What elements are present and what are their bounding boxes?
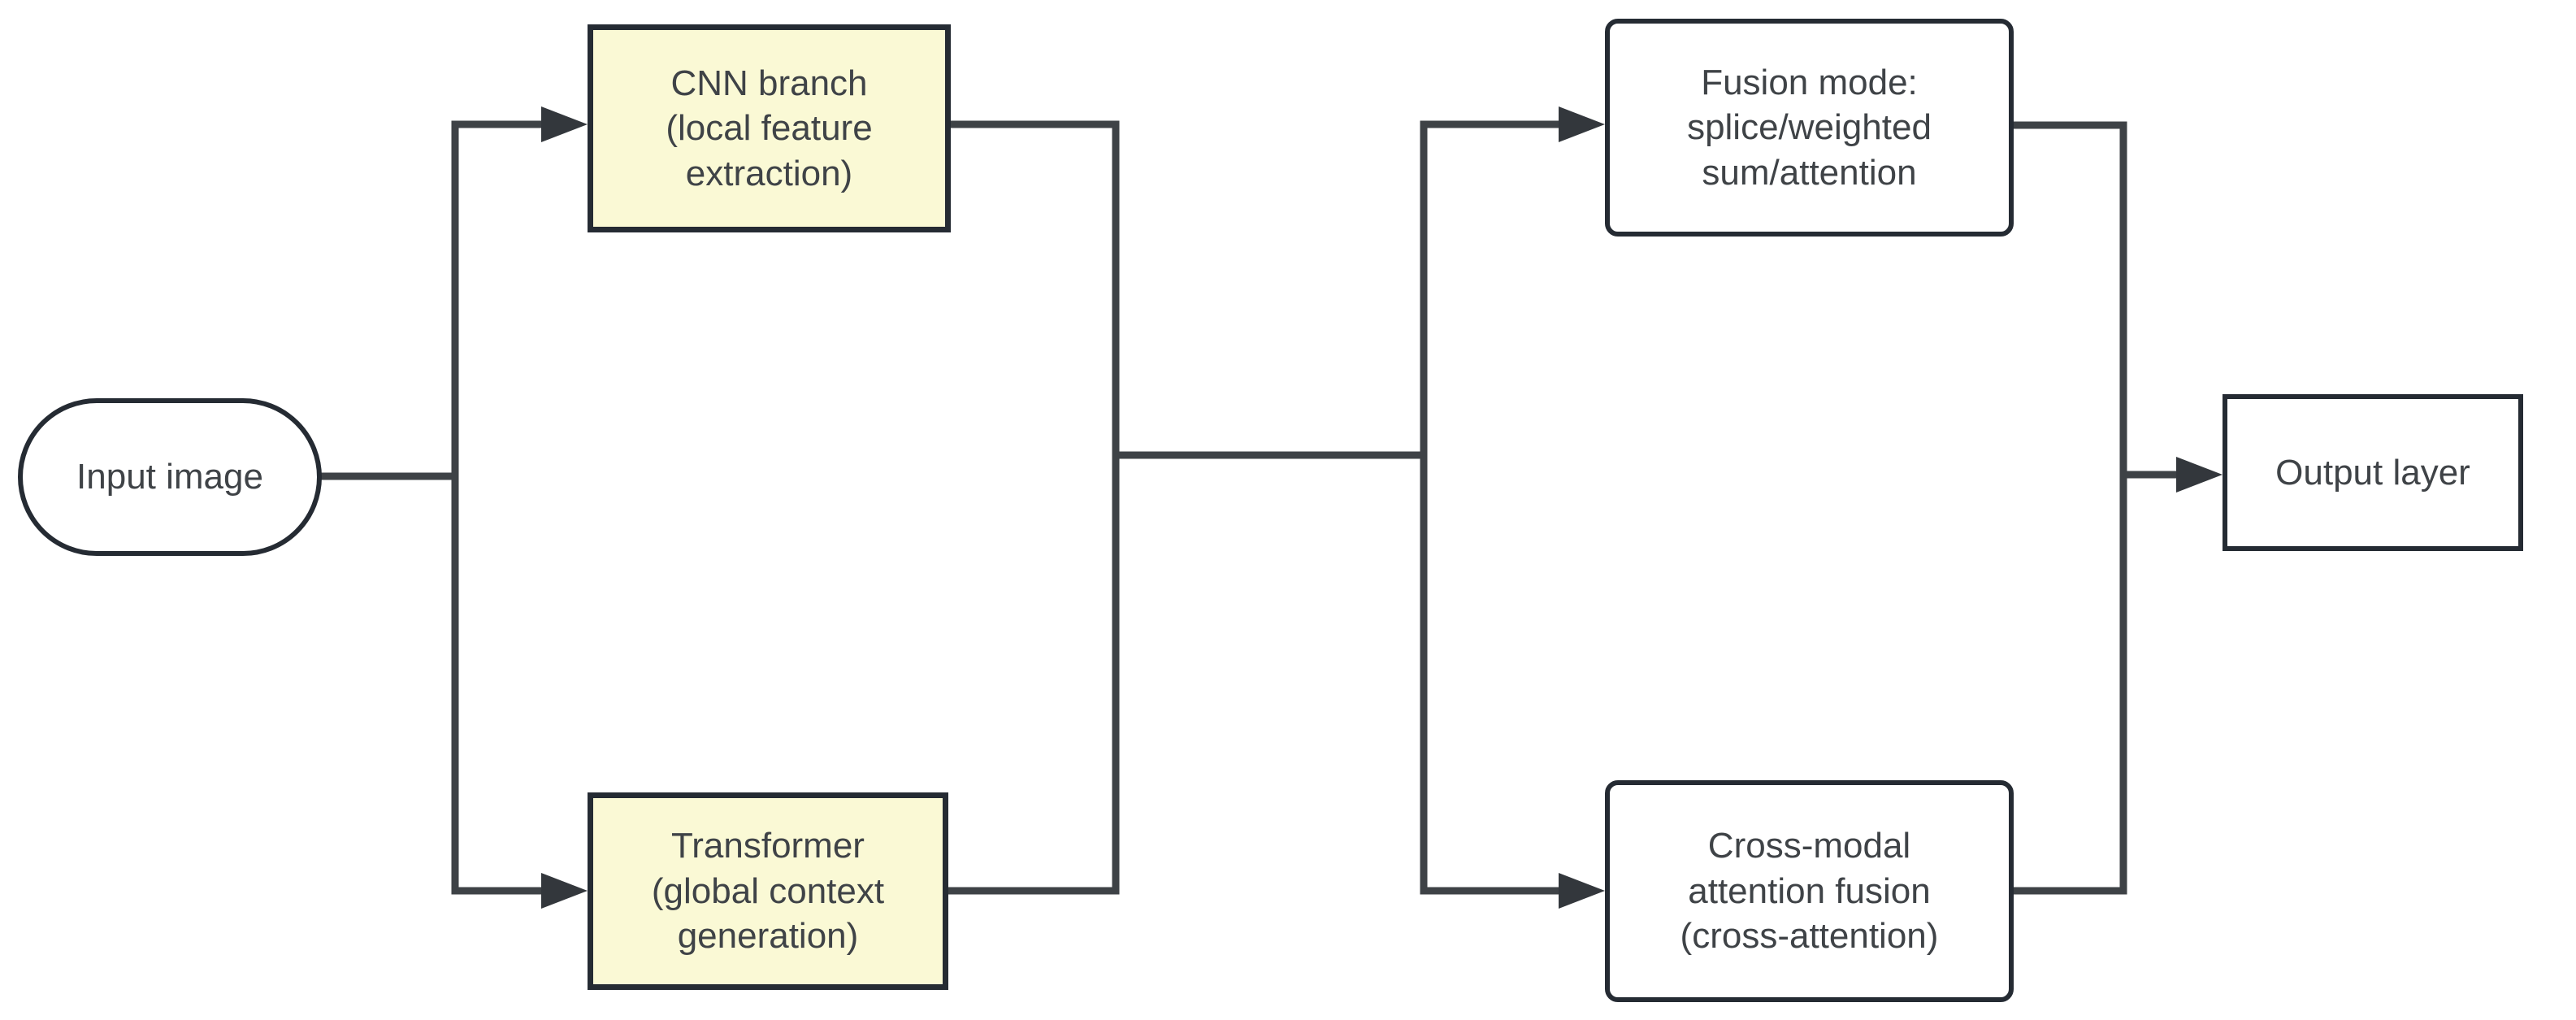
edge-input-to-cnn <box>321 120 544 480</box>
edge-cnn-to-merge <box>951 120 1120 455</box>
node-output-layer-label: Output layer <box>2275 452 2470 493</box>
edge-split-to-crossmodal <box>1420 455 1562 895</box>
node-fusion-mode-label: Fusion mode: splice/weighted sum/attenti… <box>1687 62 1932 193</box>
edge-fusion-to-outmerge <box>2013 121 2127 475</box>
node-cnn-branch: CNN branch (local feature extraction) <box>588 24 951 232</box>
edge-transformer-to-merge <box>948 455 1120 895</box>
node-cross-modal: Cross-modal attention fusion (cross-atte… <box>1605 780 2014 1002</box>
edge-crossmodal-to-outmerge <box>2013 475 2127 895</box>
node-input-image-label: Input image <box>76 457 263 497</box>
edge-split-to-fusion <box>1420 120 1562 455</box>
node-cnn-branch-label: CNN branch (local feature extraction) <box>666 63 873 193</box>
node-transformer: Transformer (global context generation) <box>588 792 948 990</box>
node-output-layer: Output layer <box>2223 394 2523 551</box>
arrowhead-into-crossmodal-icon <box>1559 873 1605 909</box>
edge-input-to-transformer <box>451 476 544 895</box>
arrowhead-into-output-icon <box>2176 457 2223 493</box>
arrowhead-into-fusion-icon <box>1559 106 1605 142</box>
arrowhead-into-cnn-icon <box>541 106 588 142</box>
node-cross-modal-label: Cross-modal attention fusion (cross-atte… <box>1680 826 1939 957</box>
arrowhead-into-transformer-icon <box>541 873 588 909</box>
node-transformer-label: Transformer (global context generation) <box>651 826 885 957</box>
node-fusion-mode: Fusion mode: splice/weighted sum/attenti… <box>1605 19 2014 237</box>
node-input-image: Input image <box>18 398 322 556</box>
